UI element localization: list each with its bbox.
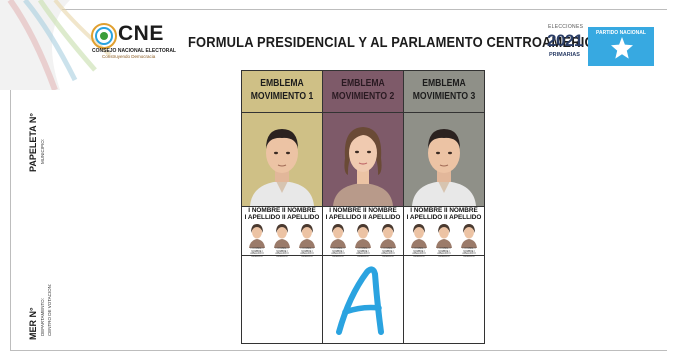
vote-box-3[interactable] <box>404 256 484 343</box>
deputy-card: I NOMBRE II NOMBRE I APELLIDO II APELLID… <box>327 222 349 258</box>
cne-wordmark: CNE <box>118 22 164 45</box>
deputy-card: I NOMBRE II NOMBRE I APELLIDO II APELLID… <box>296 222 318 258</box>
deputy-card: I NOMBRE II NOMBRE I APELLIDO II APELLID… <box>271 222 293 258</box>
candidate-photo[interactable] <box>404 113 484 207</box>
cne-tagline: Construyendo Democracia <box>102 54 156 59</box>
party-name: PARTIDO NACIONAL <box>596 30 646 36</box>
election-year-logo: ELECCIONES 2021 PRIMARIAS <box>547 24 584 64</box>
candidate-photo[interactable] <box>242 113 322 207</box>
cne-emblem-icon <box>91 23 117 49</box>
vote-box-1[interactable] <box>242 256 322 343</box>
female-deputy-icon <box>249 224 265 248</box>
star-icon <box>611 37 633 59</box>
cne-logo: CNE CONSEJO NACIONAL ELECTORAL Construye… <box>90 22 180 62</box>
deputy-list: I NOMBRE II NOMBRE I APELLIDO II APELLID… <box>242 222 322 258</box>
female-deputy-icon <box>330 224 346 248</box>
deputy-card: I NOMBRE II NOMBRE I APELLIDO II APELLID… <box>246 222 268 258</box>
election-type: PRIMARIAS <box>549 52 580 58</box>
candidate-photo[interactable] <box>323 113 403 207</box>
party-flag: PARTIDO NACIONAL <box>588 27 654 66</box>
mer-label: MER N° <box>28 307 38 340</box>
male-candidate-icon <box>412 129 476 206</box>
female-deputy-icon <box>355 224 371 248</box>
papeleta-label: PAPELETA N° <box>28 113 38 172</box>
cne-full-name: CONSEJO NACIONAL ELECTORAL <box>92 48 176 54</box>
female-deputy-icon <box>436 224 452 248</box>
female-deputy-icon <box>461 224 477 248</box>
ballot-frame <box>10 9 667 351</box>
female-candidate-icon <box>333 127 393 206</box>
vote-mark <box>336 266 384 335</box>
ballot-title: FORMULA PRESIDENCIAL Y AL PARLAMENTO CEN… <box>188 34 624 51</box>
municipio-label: MUNICIPIO: <box>40 138 45 164</box>
deputy-list: I NOMBRE II NOMBRE I APELLIDO II APELLID… <box>323 222 403 258</box>
deputy-card: I NOMBRE II NOMBRE I APELLIDO II APELLID… <box>352 222 374 258</box>
deputy-card: I NOMBRE II NOMBRE I APELLIDO II APELLID… <box>377 222 399 258</box>
female-deputy-icon <box>274 224 290 248</box>
female-deputy-icon <box>411 224 427 248</box>
departamento-label: DEPARTAMENTO: <box>40 298 45 336</box>
centro-label: CENTRO DE VOTACION: <box>47 283 52 336</box>
deputy-card: I NOMBRE II NOMBRE I APELLIDO II APELLID… <box>433 222 455 258</box>
female-deputy-icon <box>299 224 315 248</box>
election-year: 2021 <box>547 31 583 50</box>
vote-box-2[interactable] <box>323 256 403 343</box>
decorative-swoosh <box>0 0 112 90</box>
deputy-card: I NOMBRE II NOMBRE I APELLIDO II APELLID… <box>458 222 480 258</box>
male-candidate-icon <box>250 129 314 206</box>
election-label: ELECCIONES <box>548 24 584 30</box>
deputy-list: I NOMBRE II NOMBRE I APELLIDO II APELLID… <box>404 222 484 258</box>
deputy-card: I NOMBRE II NOMBRE I APELLIDO II APELLID… <box>408 222 430 258</box>
female-deputy-icon <box>380 224 396 248</box>
